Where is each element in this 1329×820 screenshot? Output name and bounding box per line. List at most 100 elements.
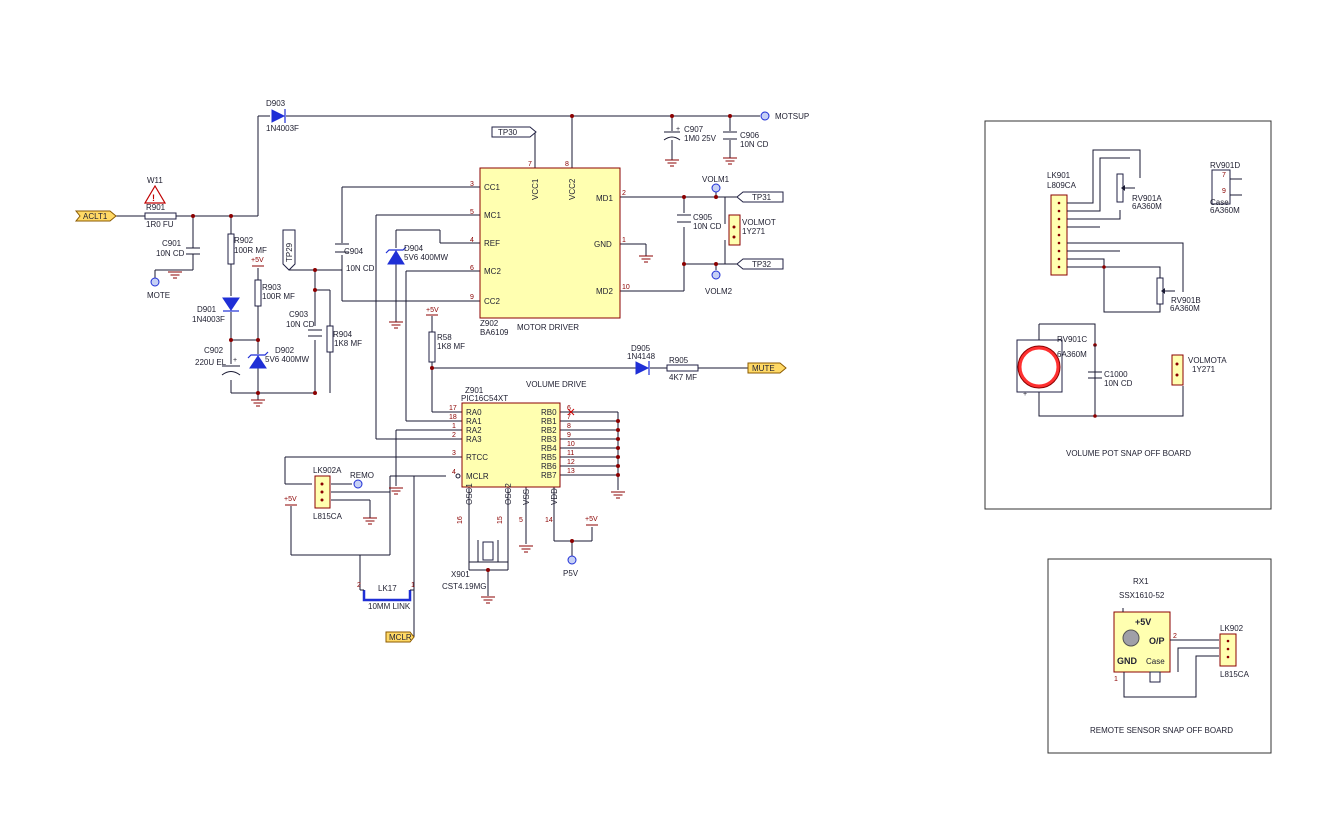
testpoint-tp29[interactable]: TP29 — [282, 229, 296, 271]
z902-pin-mc1: MC1 — [484, 211, 501, 220]
lk902a-ref: LK902A — [313, 466, 342, 475]
rv901c-value: 6A360M — [1057, 350, 1087, 359]
d902-value: 5V6 400MW — [265, 355, 309, 364]
svg-text:12: 12 — [567, 459, 575, 466]
lk17-ref: LK17 — [378, 584, 397, 593]
r904-ref: R904 — [333, 330, 353, 339]
z902-value: BA6109 — [480, 328, 509, 337]
diode-d905[interactable]: D905 1N4148 — [627, 344, 656, 375]
net-mute[interactable]: MUTE — [747, 362, 787, 374]
r903-value: 100R MF — [262, 292, 295, 301]
capacitor-c904[interactable]: C904 10N CD — [335, 243, 375, 273]
connector-lk902[interactable]: LK902 L815CA — [1219, 624, 1250, 679]
testpoint-remo[interactable]: REMO — [350, 471, 374, 489]
capacitor-c901[interactable]: C901 10N CD — [156, 239, 200, 262]
svg-text:5: 5 — [470, 209, 474, 216]
pot-rv901a[interactable]: RV901A 6A360M — [1116, 173, 1162, 211]
ground-symbols — [167, 157, 738, 604]
connector-volmot[interactable]: VOLMOT 1Y271 — [728, 214, 776, 246]
z901-title: VOLUME DRIVE — [526, 380, 586, 389]
capacitor-c907[interactable]: + C907 1M0 25V — [663, 125, 717, 143]
zener-d904[interactable]: D904 5V6 400MW — [385, 244, 448, 265]
svg-text:7: 7 — [1222, 172, 1226, 179]
sensor-rx1[interactable]: +5V O/P GND Case — [1113, 611, 1171, 683]
rv901b-value: 6A360M — [1170, 304, 1200, 313]
testpoint-volm1[interactable]: VOLM1 — [702, 175, 730, 193]
svg-text:+5V: +5V — [284, 496, 297, 503]
capacitor-c906[interactable]: C906 10N CD — [723, 131, 769, 149]
net-mute-label: MUTE — [752, 364, 775, 373]
svg-text:7: 7 — [528, 161, 532, 168]
svg-text:15: 15 — [497, 516, 504, 524]
diode-d901[interactable]: D901 1N4003F — [192, 297, 240, 324]
svg-text:9: 9 — [567, 432, 571, 439]
testpoint-volm2[interactable]: VOLM2 — [705, 270, 733, 296]
capacitor-c905[interactable]: C905 10N CD — [677, 213, 722, 231]
net-motsup[interactable]: MOTSUP — [760, 111, 809, 121]
pot-rv901b[interactable]: RV901B 6A360M — [1156, 277, 1201, 313]
power-plus5v-2: +5V — [426, 307, 439, 316]
svg-text:RB7: RB7 — [541, 471, 557, 480]
resistor-r902[interactable]: R902 100R MF — [227, 233, 267, 265]
svg-text:3: 3 — [470, 181, 474, 188]
svg-text:6: 6 — [470, 265, 474, 272]
link-lk17[interactable]: 2 1 LK17 10MM LINK — [357, 582, 415, 611]
resistor-r903[interactable]: R903 100R MF — [254, 279, 295, 307]
testpoint-tp30[interactable]: TP30 — [491, 126, 537, 138]
pot-rv901d[interactable]: 7 9 RV901D Case 6A360M — [1210, 161, 1242, 215]
testpoint-tp31[interactable]: TP31 — [736, 191, 784, 203]
net-aclt1-label: ACLT1 — [83, 212, 108, 221]
motor-rv901c[interactable]: + RV901C 6A360M — [1016, 335, 1087, 398]
resistor-r904[interactable]: R904 1K8 MF — [326, 325, 362, 353]
testpoint-mote[interactable]: MOTE — [147, 277, 170, 300]
r58-value: 1K8 MF — [437, 342, 465, 351]
resistor-r905[interactable]: R905 4K7 MF — [666, 356, 699, 382]
svg-text:RB5: RB5 — [541, 453, 557, 462]
r904-value: 1K8 MF — [334, 339, 362, 348]
warning-w11[interactable]: ! W11 — [143, 176, 167, 204]
net-mclr[interactable]: MCLR — [385, 631, 415, 643]
svg-text:MCLR: MCLR — [466, 472, 489, 481]
svg-text:RA2: RA2 — [466, 426, 482, 435]
svg-text:17: 17 — [449, 405, 457, 412]
testpoint-p5v[interactable]: P5V — [563, 555, 579, 578]
lk902a-value: L815CA — [313, 512, 343, 521]
lk901-ref: LK901 — [1047, 171, 1071, 180]
svg-text:+: + — [676, 126, 680, 133]
svg-text:+5V: +5V — [426, 307, 439, 314]
r905-value: 4K7 MF — [669, 373, 697, 382]
capacitor-c903[interactable]: C903 10N CD — [286, 310, 322, 337]
ground-icon — [664, 159, 680, 167]
d904-value: 5V6 400MW — [404, 253, 448, 262]
svg-text:O/P: O/P — [1149, 636, 1165, 646]
ic-z901[interactable]: Z901 PIC16C54XT VOLUME DRIVE RA0 RA1 RA2… — [449, 380, 586, 524]
diode-d903[interactable]: D903 1N4003F — [266, 99, 299, 133]
capacitor-c1000[interactable]: C1000 10N CD — [1088, 345, 1133, 388]
svg-text:6: 6 — [567, 405, 571, 412]
resistor-r58[interactable]: R58 1K8 MF — [428, 331, 465, 363]
c905-value: 10N CD — [693, 222, 722, 231]
svg-text:14: 14 — [545, 517, 553, 524]
svg-text:RTCC: RTCC — [466, 453, 488, 462]
resonator-x901[interactable]: X901 CST4.19MG — [442, 540, 508, 591]
svg-text:1: 1 — [452, 423, 456, 430]
z902-pin-gnd: GND — [594, 240, 612, 249]
ic-z902[interactable]: CC1 MC1 REF MC2 CC2 3 5 4 6 9 VCC1 VCC2 … — [470, 161, 630, 337]
svg-text:2: 2 — [1173, 633, 1177, 640]
svg-text:+5V: +5V — [1135, 617, 1151, 627]
net-aclt1[interactable]: ACLT1 — [74, 210, 117, 222]
z902-pin-vcc1: VCC1 — [531, 178, 540, 200]
zener-d902[interactable]: D902 5V6 400MW — [247, 346, 309, 369]
connector-lk901[interactable]: LK901 L809CA — [1047, 171, 1077, 276]
resistor-r901[interactable]: R901 1R0 FU — [144, 203, 177, 229]
r903-ref: R903 — [262, 283, 282, 292]
lk17-value: 10MM LINK — [368, 602, 411, 611]
testpoint-tp32[interactable]: TP32 — [736, 258, 784, 270]
svg-text:P5V: P5V — [563, 569, 579, 578]
svg-text:TP29: TP29 — [285, 242, 294, 262]
connector-lk902a[interactable]: LK902A L815CA — [313, 466, 343, 521]
c905-ref: C905 — [693, 213, 713, 222]
capacitor-c902[interactable]: + C902 220U EL — [195, 346, 241, 376]
d903-value: 1N4003F — [266, 124, 299, 133]
connector-volmota[interactable]: VOLMOTA 1Y271 — [1171, 354, 1227, 386]
